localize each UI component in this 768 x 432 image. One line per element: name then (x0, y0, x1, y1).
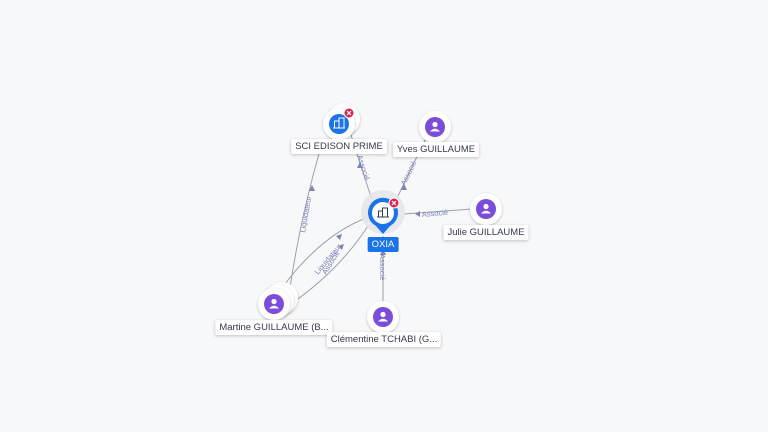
node-julie-guillaume[interactable] (470, 193, 502, 225)
edge-martine-oxia-associe[interactable] (287, 225, 369, 307)
node-martine-guillaume[interactable] (258, 282, 298, 320)
node-oxia[interactable] (361, 190, 405, 234)
building-icon (377, 207, 389, 218)
person-icon (269, 298, 279, 309)
arrow-head (338, 244, 344, 250)
building-icon (333, 117, 345, 129)
node-label-sci-edison-prime[interactable]: SCI EDISON PRIME (291, 139, 387, 154)
edge-martine-oxia-liquidateur[interactable] (281, 217, 367, 289)
arrow-head (336, 234, 342, 240)
edge-label-julie-oxia: Associé (421, 208, 448, 219)
edge-julie-oxia[interactable] (403, 208, 473, 215)
node-label-martine-guillaume[interactable]: Martine GUILLAUME (B... (215, 320, 333, 335)
arrow-head (415, 211, 420, 217)
edge-label-martine-sci-liquidateur: Liquidateur (298, 195, 313, 234)
close-icon (346, 110, 352, 116)
node-sci-edison-prime[interactable] (323, 103, 360, 140)
edge-arrows (309, 162, 420, 255)
node-label-julie-guillaume[interactable]: Julie GUILLAUME (443, 225, 529, 240)
node-clementine-tchabi[interactable] (367, 301, 399, 333)
node-yves-guillaume[interactable] (419, 111, 451, 143)
person-icon (378, 311, 388, 322)
node-label-oxia[interactable]: OXIA (367, 237, 399, 252)
person-icon (481, 203, 491, 214)
edge-label-clementine-oxia: Associé (378, 254, 387, 280)
arrow-head (309, 185, 315, 191)
arrow-head (380, 249, 386, 255)
edge-martine-sci-liquidateur[interactable] (289, 149, 321, 289)
node-label-clementine-tchabi[interactable]: Clémentine TCHABI (G... (326, 332, 442, 347)
arrow-head (357, 162, 363, 168)
person-icon (430, 121, 440, 132)
arrow-head (401, 184, 407, 190)
close-icon (391, 200, 397, 206)
edge-label-yves-oxia: Associé (399, 159, 419, 187)
node-label-yves-guillaume[interactable]: Yves GUILLAUME (392, 142, 480, 157)
